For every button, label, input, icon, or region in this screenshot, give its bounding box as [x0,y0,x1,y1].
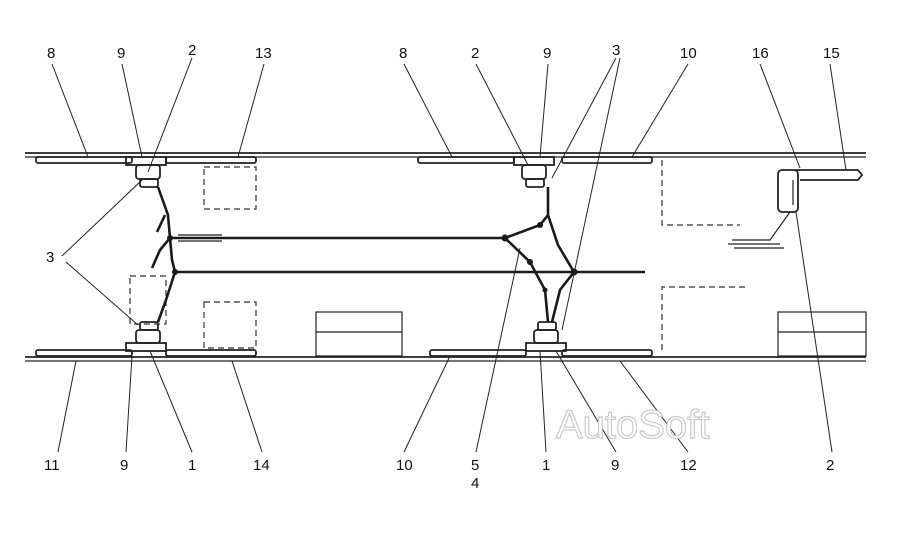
watermark-text: AutoSoft [556,403,709,447]
solid-boxes [315,311,867,357]
label-12: 12 [680,457,697,474]
label-9: 9 [611,457,619,474]
label-14: 14 [253,457,270,474]
label-3: 3 [612,42,620,59]
label-1: 1 [188,457,196,474]
label-16: 16 [752,45,769,62]
top-connectors [125,156,555,188]
label-9: 9 [120,457,128,474]
label-15: 15 [823,45,840,62]
label-1: 1 [542,457,550,474]
wiring-harness [150,186,645,323]
label-2: 2 [826,457,834,474]
bottom-labels: 11 9 1 14 10 5 4 1 9 12 2 [44,457,834,492]
label-9: 9 [117,45,125,62]
label-8: 8 [399,45,407,62]
label-2: 2 [471,45,479,62]
label-5: 5 [471,457,479,474]
right-end-unit [728,169,864,249]
label-4: 4 [471,475,479,492]
bottom-connectors [125,321,567,352]
left-labels: 3 [46,249,54,266]
leader-lines [51,57,847,453]
bottom-rail [25,356,866,362]
label-8: 8 [47,45,55,62]
dashed-outlines [129,160,745,350]
top-labels: 8 9 2 13 8 2 9 3 10 16 15 [47,42,840,62]
label-11: 11 [44,457,60,474]
label-10: 10 [680,45,697,62]
label-13: 13 [255,45,272,62]
label-3: 3 [46,249,54,266]
bottom-panels [35,349,653,357]
label-10: 10 [396,457,413,474]
label-2: 2 [188,42,196,59]
label-9: 9 [543,45,551,62]
